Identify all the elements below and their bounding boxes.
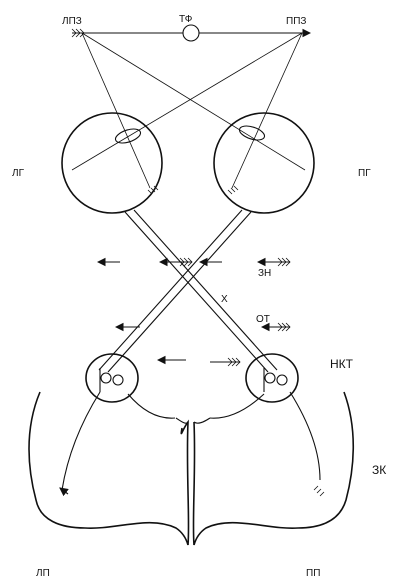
label-right-eye: ПГ [358, 168, 371, 179]
signal-arrows [96, 257, 291, 367]
left-eye [61, 112, 163, 214]
right-lgn [245, 353, 299, 403]
light-rays [71, 32, 306, 189]
label-visual-cortex: ЗК [372, 463, 386, 477]
left-lgn [85, 353, 139, 403]
label-left-visual-field: ЛПЗ [62, 16, 82, 27]
visual-field-line [71, 24, 312, 42]
optic-pathway [98, 209, 278, 373]
cortex-arrows [59, 485, 325, 497]
label-right-visual-field: ППЗ [286, 16, 306, 27]
right-eye [213, 112, 315, 214]
label-left-eye: ЛГ [12, 168, 25, 179]
label-optic-nerve: ЗН [258, 268, 271, 279]
label-fixation-point: ТФ [179, 14, 193, 25]
label-right-hemisphere: ПП [306, 568, 320, 579]
optic-radiation [61, 391, 321, 491]
brain-outline [28, 391, 355, 546]
label-lgn: НКТ [330, 357, 354, 371]
label-left-hemisphere: ЛП [36, 568, 50, 579]
label-optic-tract: ОТ [256, 314, 270, 325]
label-chiasm: Х [221, 294, 228, 305]
